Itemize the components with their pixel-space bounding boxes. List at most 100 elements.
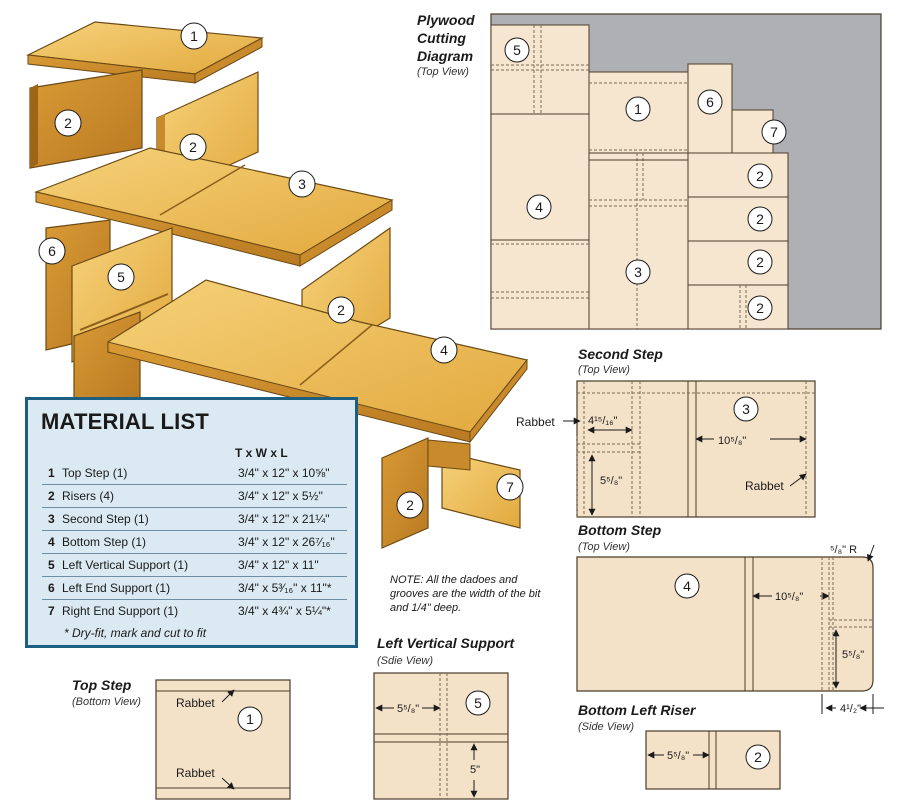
material-name: Right End Support (1)	[62, 604, 179, 618]
note-line-3: and 1/4" deep.	[390, 602, 461, 614]
cutting-diagram: Plywood Cutting Diagram (Top View) 5 1 6…	[417, 12, 882, 330]
part-callout: 3	[288, 170, 316, 198]
cutting-title-3: Diagram	[417, 48, 473, 64]
svg-text:2: 2	[754, 749, 762, 765]
dim-second-a: 4¹⁵/₁₆"	[588, 415, 618, 427]
part-callout: 1	[180, 22, 208, 50]
material-dims: 3/4" x 12" x 21¼"	[238, 512, 330, 526]
material-footnote: * Dry-fit, mark and cut to fit	[64, 626, 207, 640]
cut-callout: 1	[625, 96, 651, 122]
cutting-title-1: Plywood	[417, 12, 475, 28]
svg-text:2: 2	[406, 497, 414, 513]
material-row: 3 Second Step (1) 3/4" x 12" x 21¼"	[42, 509, 347, 531]
second-step-title: Second Step	[578, 346, 663, 362]
svg-text:7: 7	[770, 124, 778, 140]
material-row: 6 Left End Support (1) 3/4" x 5³⁄₁₆" x 1…	[42, 578, 347, 600]
bottom-step-title: Bottom Step	[578, 522, 662, 538]
cut-callout: 2	[747, 249, 773, 275]
exploded-assembly: 1 2 2 3 6 5 2 4 2 7	[25, 21, 529, 549]
part-callout: 7	[496, 473, 524, 501]
material-name: Top Step (1)	[62, 466, 128, 480]
note: NOTE: All the dadoes and grooves are the…	[390, 574, 541, 614]
material-name: Left Vertical Support (1)	[62, 558, 189, 572]
note-line-1: NOTE: All the dadoes and	[390, 574, 518, 586]
material-name: Left End Support (1)	[62, 581, 171, 595]
cut-piece-2a	[687, 152, 789, 198]
material-num: 4	[48, 535, 55, 549]
svg-text:7: 7	[506, 479, 514, 495]
svg-text:3: 3	[634, 264, 642, 280]
material-row: 1 Top Step (1) 3/4" x 12" x 10⅝"	[42, 463, 347, 485]
part-callout: 3	[733, 396, 759, 422]
cut-callout: 2	[747, 163, 773, 189]
material-num: 5	[48, 558, 55, 572]
bottom-step-board-view	[576, 556, 874, 692]
part-callout: 2	[396, 491, 424, 519]
cut-callout: 2	[747, 295, 773, 321]
cutting-title-2: Cutting	[417, 30, 466, 46]
cut-piece-2c	[687, 240, 789, 286]
cut-callout: 6	[697, 89, 723, 115]
svg-text:2: 2	[337, 302, 345, 318]
second-step-view: (Top View)	[578, 364, 630, 376]
material-num: 2	[48, 489, 55, 503]
svg-text:5: 5	[474, 695, 482, 711]
top-step-detail: Top Step (Bottom View) Rabbet Rabbet 1	[72, 677, 291, 800]
material-num: 6	[48, 581, 55, 595]
rabbet-label-right: Rabbet	[745, 479, 784, 493]
cut-callout: 4	[526, 194, 552, 220]
svg-text:3: 3	[298, 176, 306, 192]
cut-piece-3	[588, 152, 689, 330]
svg-text:4: 4	[535, 199, 543, 215]
left-vertical-view: (Sdie View)	[377, 655, 433, 667]
dim-bottom-riser-a: 5⁵/₈"	[667, 750, 689, 762]
svg-text:5: 5	[513, 42, 521, 58]
svg-text:2: 2	[756, 300, 764, 316]
left-vertical-title: Left Vertical Support	[377, 635, 516, 651]
svg-text:6: 6	[706, 94, 714, 110]
dim-bottom-c: 4¹/₂"	[840, 703, 861, 715]
material-name: Risers (4)	[62, 489, 115, 503]
material-dims: 3/4" x 12" x 5½"	[238, 489, 323, 503]
material-list-panel: MATERIAL LIST T x W x L 1 Top Step (1) 3…	[25, 397, 358, 648]
part-callout: 5	[465, 690, 491, 716]
material-num: 1	[48, 466, 55, 480]
part-callout: 2	[54, 109, 82, 137]
dim-second-b: 10⁵/₈"	[718, 435, 746, 447]
material-row: 7 Right End Support (1) 3/4" x 4¾" x 5¼"…	[42, 601, 347, 622]
cut-piece-2d	[687, 284, 789, 330]
material-list-columns: T x W x L	[235, 446, 288, 460]
svg-text:1: 1	[634, 101, 642, 117]
material-dims: 3/4" x 4¾" x 5¼"*	[238, 604, 331, 618]
svg-text:3: 3	[742, 401, 750, 417]
svg-text:2: 2	[64, 115, 72, 131]
material-row: 2 Risers (4) 3/4" x 12" x 5½"	[42, 486, 347, 508]
dim-bottom-radius: ⁵/₈" R	[830, 544, 857, 556]
svg-text:2: 2	[189, 139, 197, 155]
right-end-support	[441, 451, 521, 529]
top-step-view: (Bottom View)	[72, 696, 141, 708]
material-dims: 3/4" x 12" x 10⅝"	[238, 466, 330, 480]
svg-text:4: 4	[683, 578, 691, 594]
svg-text:6: 6	[48, 243, 56, 259]
dim-left-vertical-b: 5"	[470, 764, 480, 776]
bottom-step-view: (Top View)	[578, 541, 630, 553]
svg-text:5: 5	[117, 269, 125, 285]
material-name: Second Step (1)	[62, 512, 149, 526]
bottom-riser-view: (Side View)	[578, 721, 634, 733]
second-step-detail: Second Step (Top View) Rabbet 4¹⁵/₁₆" 10…	[516, 346, 816, 518]
svg-text:1: 1	[190, 28, 198, 44]
rabbet-label-top: Rabbet	[176, 696, 215, 710]
rabbet-label-left: Rabbet	[516, 415, 555, 429]
material-dims: 3/4" x 12" x 26⁷⁄₁₆"	[238, 535, 335, 549]
material-row: 4 Bottom Step (1) 3/4" x 12" x 26⁷⁄₁₆"	[42, 532, 347, 554]
material-row: 5 Left Vertical Support (1) 3/4" x 12" x…	[42, 555, 347, 577]
material-num: 3	[48, 512, 55, 526]
dim-bottom-b: 5⁵/₈"	[842, 649, 864, 661]
bottom-step-detail: Bottom Step (Top View) ⁵/₈" R 10⁵/₈" 5⁵/…	[576, 522, 884, 715]
svg-text:2: 2	[756, 254, 764, 270]
cut-piece-5	[490, 24, 590, 115]
svg-text:2: 2	[756, 168, 764, 184]
cut-callout: 5	[504, 37, 530, 63]
